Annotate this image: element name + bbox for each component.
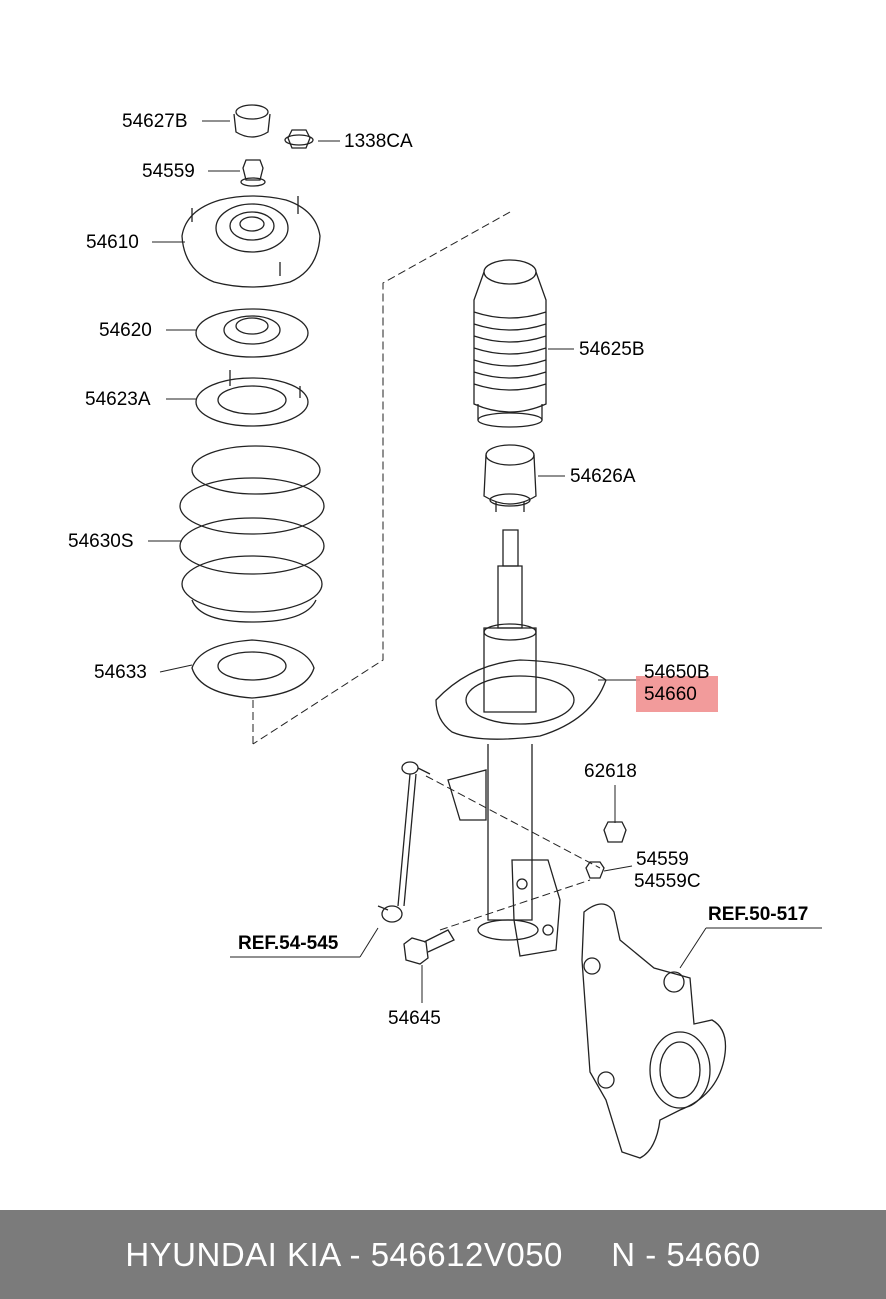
label-1338CA: 1338CA: [344, 131, 413, 152]
label-54559C: 54559C: [634, 871, 701, 892]
lock-nut-54559: [240, 159, 266, 187]
label-54559-bottom: 54559: [636, 849, 689, 870]
footer-part-number: HYUNDAI KIA - 546612V050 N - 54660: [125, 1235, 761, 1273]
flange-nut-1338CA: [284, 129, 314, 149]
highlight-54660: [636, 676, 718, 712]
bump-stopper-54626A: [483, 444, 537, 512]
label-54660: 54660: [644, 684, 697, 705]
label-54620: 54620: [99, 320, 152, 341]
strut-bearing-54620: [195, 308, 309, 358]
shock-absorber-strut: [435, 529, 607, 957]
label-54559-top: 54559: [142, 161, 195, 182]
label-62618: 62618: [584, 761, 637, 782]
label-54650B: 54650B: [644, 662, 710, 683]
spring-pad-54633: [191, 639, 315, 699]
label-ref-50-517: REF.50-517: [708, 904, 809, 925]
bolt-54645: [403, 929, 455, 965]
leader-lines: [148, 120, 822, 1003]
coil-spring-54630S: [179, 445, 325, 623]
cap-62618: [603, 821, 627, 843]
label-54630S: 54630S: [68, 531, 134, 552]
label-54623A: 54623A: [85, 389, 151, 410]
exploded-parts-diagram: 54627B 1338CA 54559 54610 54620 54623A 5…: [68, 104, 822, 1159]
diagram-drawing: [148, 104, 822, 1159]
footer-bar: HYUNDAI KIA - 546612V050 N - 54660: [0, 1210, 886, 1299]
assembly-dash-lines: [252, 211, 601, 931]
label-54610: 54610: [86, 232, 139, 253]
dust-cap-54627B: [233, 104, 271, 138]
label-54626A: 54626A: [570, 466, 636, 487]
label-54645: 54645: [388, 1008, 441, 1029]
steering-knuckle: [581, 903, 727, 1159]
label-54633: 54633: [94, 662, 147, 683]
upper-spring-seat-54623A: [195, 370, 309, 427]
label-ref-54-545: REF.54-545: [238, 933, 339, 954]
stabilizer-link: [377, 761, 431, 923]
label-54627B: 54627B: [122, 111, 188, 132]
dust-boot-54625B: [473, 259, 547, 428]
nut-54559C: [585, 861, 605, 879]
label-54625B: 54625B: [579, 339, 645, 360]
strut-mount-54610: [181, 195, 321, 288]
